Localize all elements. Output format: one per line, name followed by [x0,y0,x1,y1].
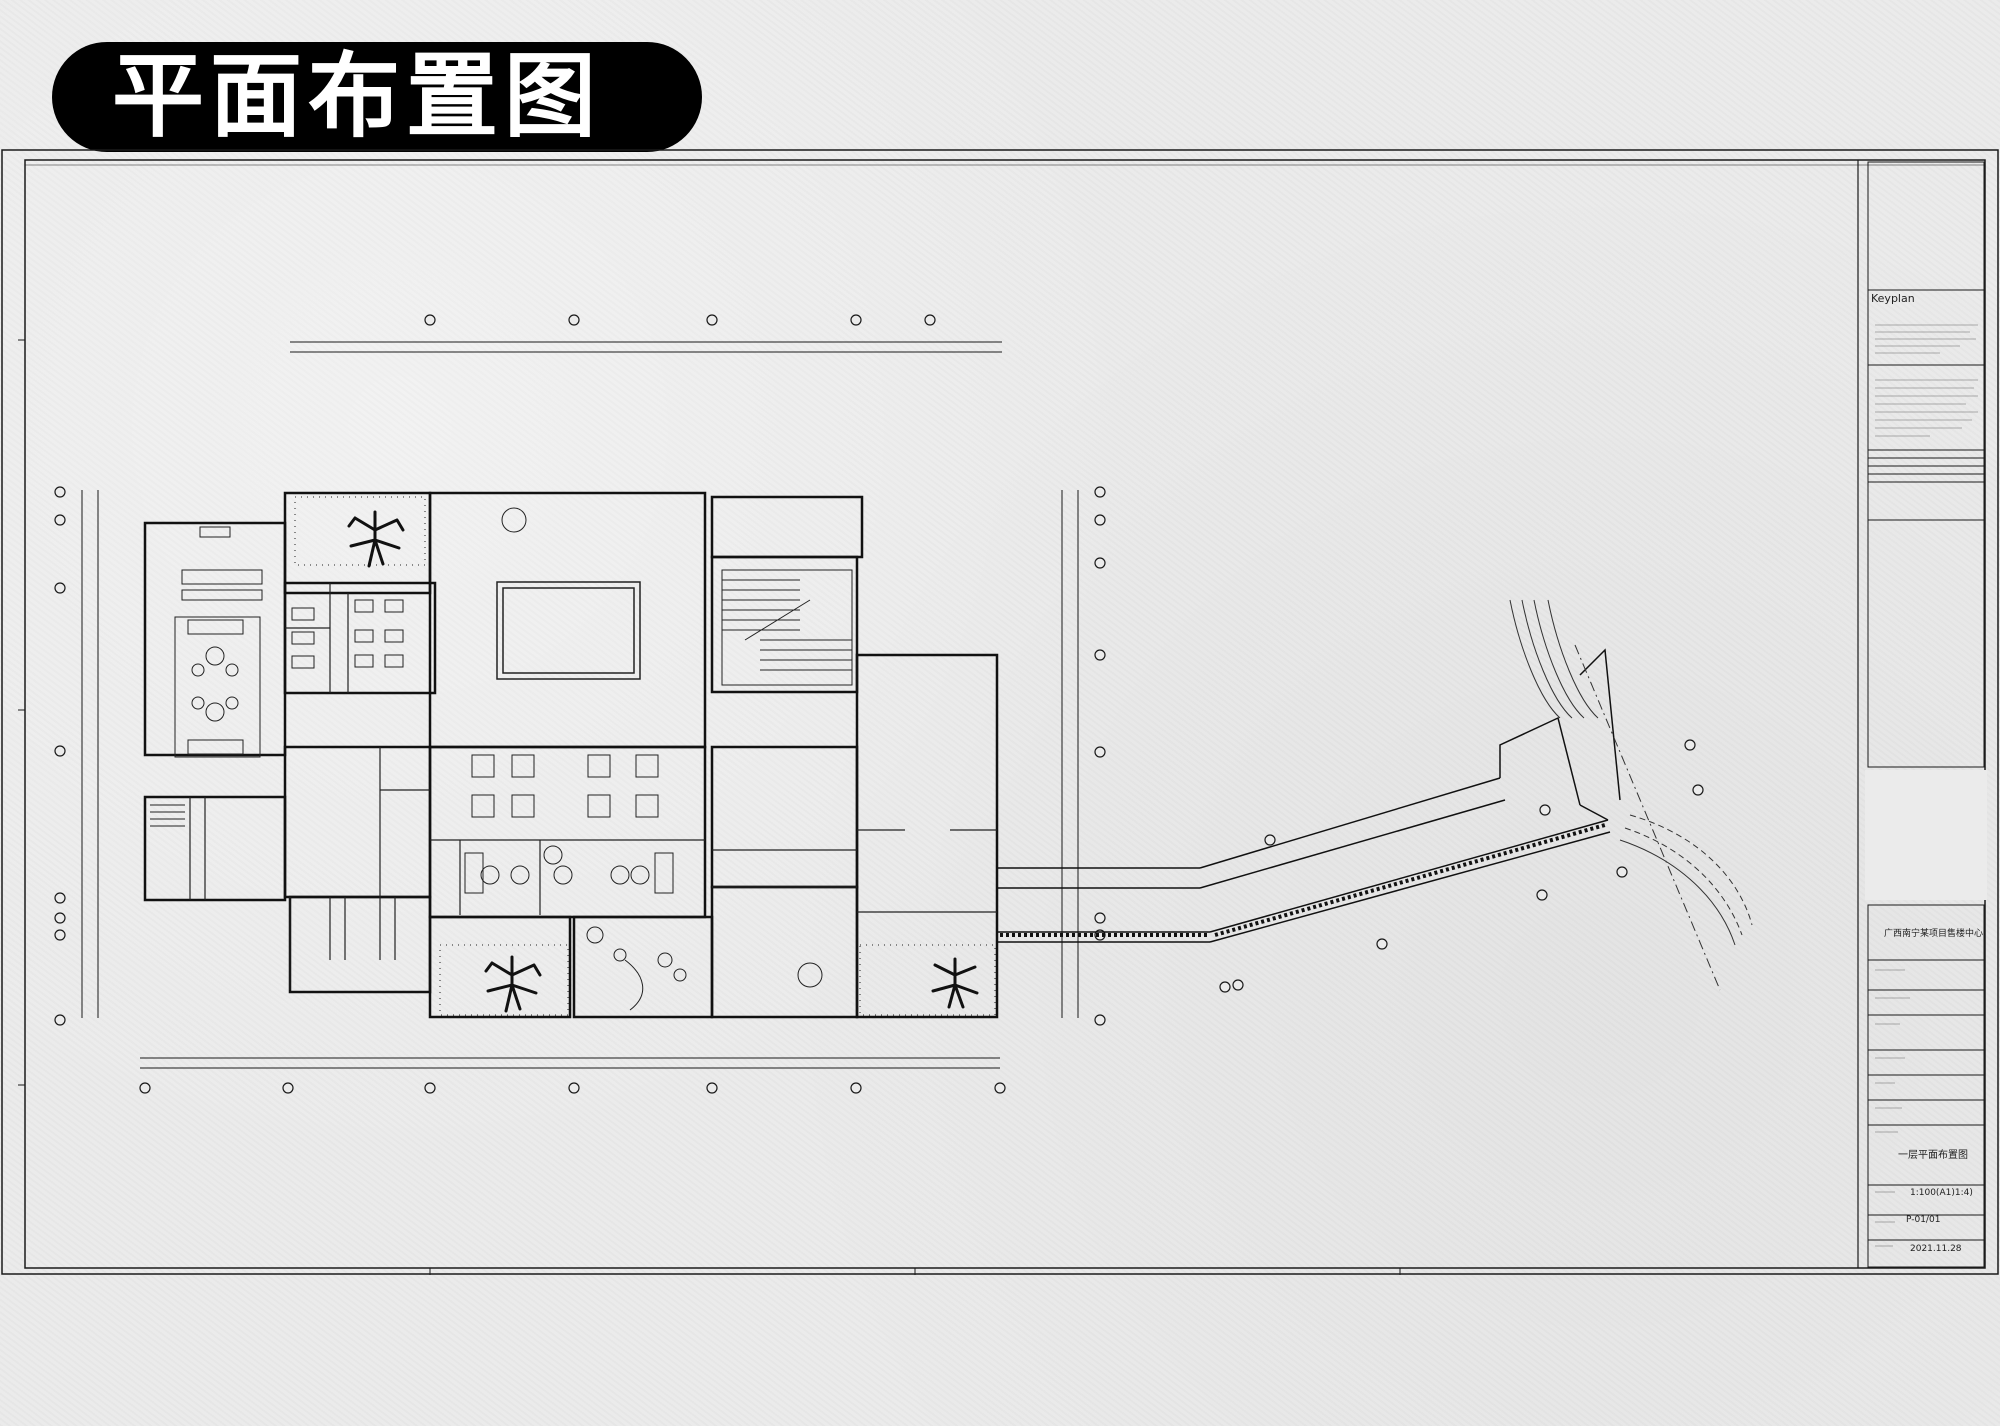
project-name: 广西南宁某项目售楼中心 [1884,927,1983,939]
lounge-furniture [174,526,263,758]
interior-partitions [189,583,997,990]
drawing-date: 2021.11.28 [1910,1244,1962,1254]
staircase [150,569,853,827]
title-block [1865,161,1987,1268]
planting-courts [294,496,996,1016]
drawing-name: 一层平面布置图 [1898,1149,1968,1161]
drawing-scale: 1:100(A1)1:4) [1910,1188,1973,1198]
title-block-text-lines [1875,324,1978,1247]
corridor-railing [1000,823,1606,937]
building-walls [143,491,999,1019]
office-furniture [291,599,404,669]
tree-symbols [347,510,979,1013]
corridor-walkway [997,648,1621,943]
page-title: 平面布置图 [111,43,602,150]
dimension-lines [81,341,1079,1069]
drawing-number: P-01/01 [1906,1215,1940,1225]
exhibition-box [496,581,641,680]
keyplan-label: Keyplan [1871,292,1915,305]
title-banner: 平面布置图 [52,42,702,152]
garden-elements [501,507,823,1011]
dining-tables [464,754,674,894]
grid-axis-bubbles [54,314,1106,1094]
corridor-axis-bubbles [1219,739,1704,993]
curved-approach [1509,599,1753,991]
drawing-frame [1,149,1999,1275]
